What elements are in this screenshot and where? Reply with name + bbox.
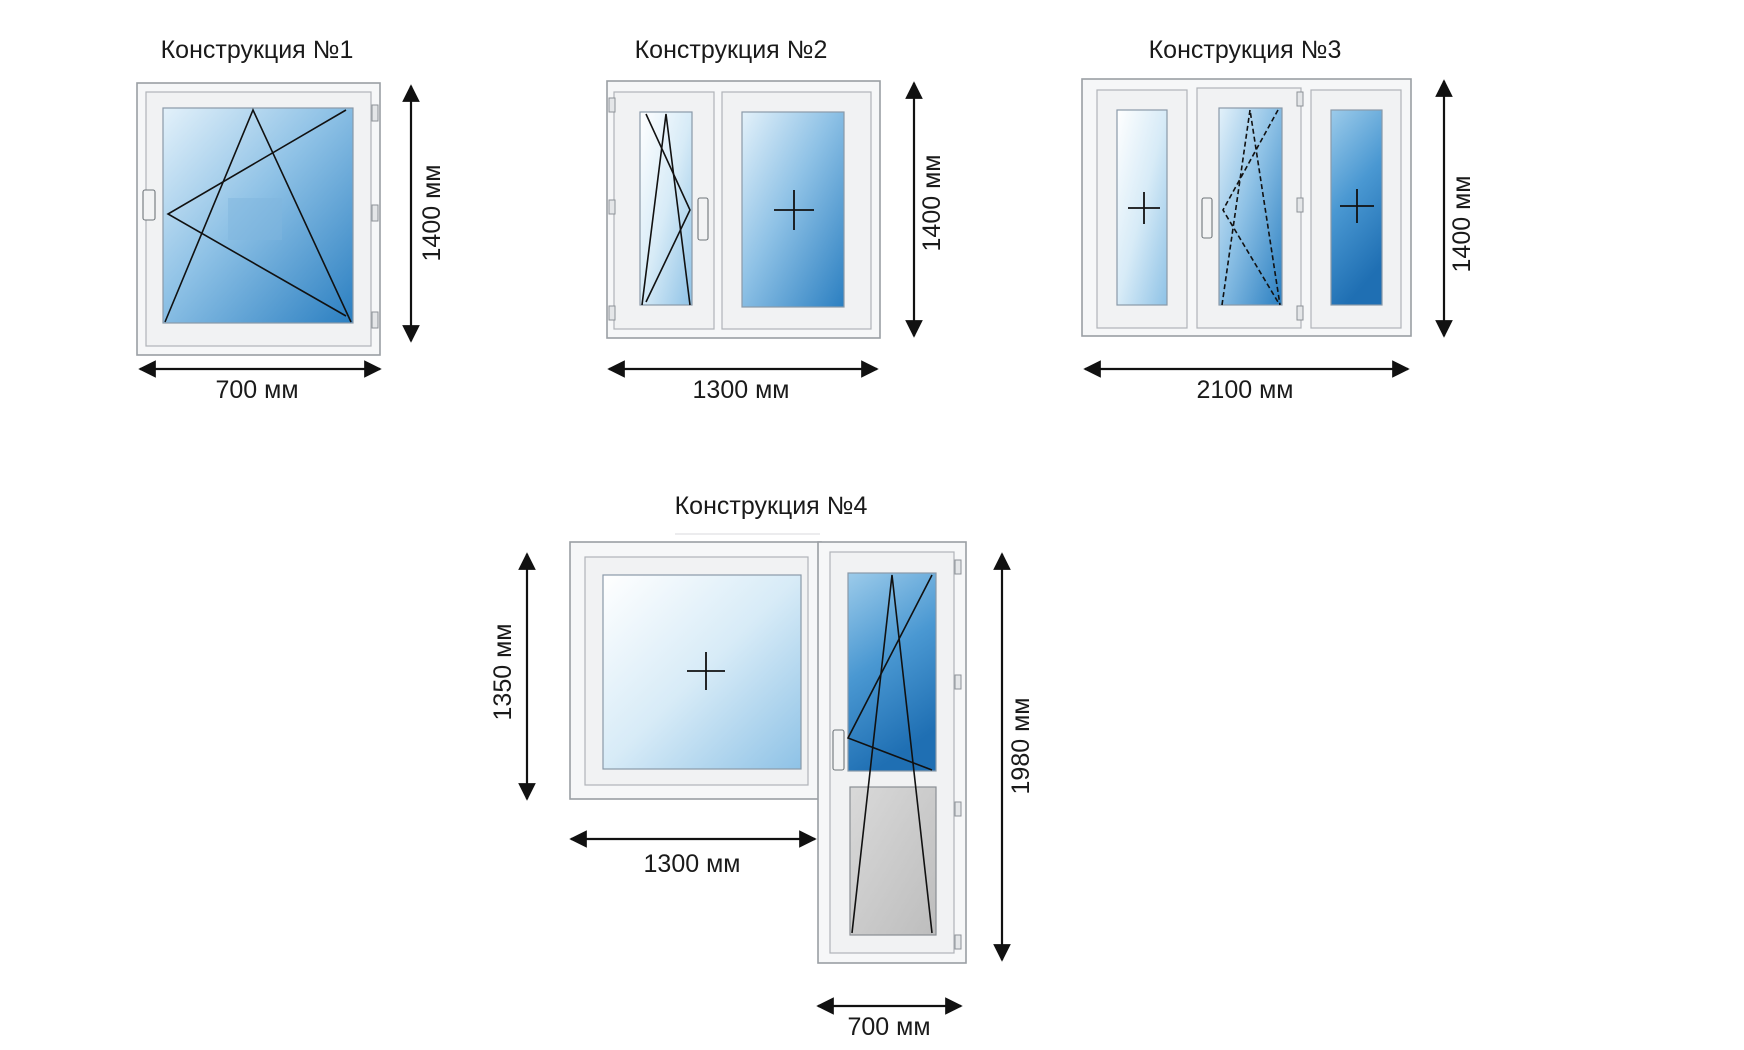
construction-1-title: Конструкция №1 bbox=[161, 36, 354, 64]
handle-icon bbox=[832, 729, 845, 771]
construction-4-door-height: 1980 мм bbox=[1007, 698, 1035, 795]
turn-opening-indicator bbox=[1222, 109, 1279, 303]
hinge-icon bbox=[1296, 305, 1304, 321]
turn-opening-indicator bbox=[645, 113, 691, 303]
handle-icon bbox=[142, 189, 156, 221]
turn-opening-indicator bbox=[846, 574, 933, 771]
middle-glass-pane bbox=[1218, 107, 1283, 306]
construction-3-width: 2100 мм bbox=[1197, 376, 1294, 404]
construction-3-title: Конструкция №3 bbox=[1149, 36, 1342, 64]
construction-3: Конструкция №3 2100 мм 1400 мм bbox=[1081, 36, 1476, 404]
tilt-opening-indicator bbox=[1221, 109, 1281, 306]
construction-4-window-height: 1350 мм bbox=[489, 624, 517, 721]
door-bottom-panel bbox=[849, 786, 937, 936]
construction-2-width: 1300 мм bbox=[693, 376, 790, 404]
tilt-opening-indicator bbox=[851, 574, 933, 934]
construction-2: Конструкция №2 1300 мм 1400 мм bbox=[606, 36, 946, 404]
construction-2-title: Конструкция №2 bbox=[635, 36, 828, 64]
hinge-icon bbox=[954, 674, 962, 690]
turn-opening-indicator bbox=[166, 109, 347, 317]
hinge-icon bbox=[954, 559, 962, 575]
construction-1-window bbox=[136, 82, 381, 356]
hinge-icon bbox=[608, 199, 616, 215]
handle-icon bbox=[697, 197, 709, 241]
construction-4-window bbox=[569, 541, 822, 800]
tilt-opening-indicator bbox=[164, 108, 352, 323]
construction-3-window bbox=[1081, 78, 1412, 337]
tilt-opening-indicator bbox=[641, 113, 691, 306]
construction-1-width: 700 мм bbox=[215, 376, 298, 404]
construction-3-height: 1400 мм bbox=[1448, 176, 1476, 273]
left-glass-pane bbox=[639, 111, 693, 306]
handle-icon bbox=[1201, 197, 1213, 239]
hinge-icon bbox=[371, 204, 379, 222]
construction-4: Конструкция №4 1350 мм 1300 мм bbox=[489, 492, 1035, 1041]
hinge-icon bbox=[608, 97, 616, 113]
hinge-icon bbox=[1296, 91, 1304, 107]
door-glass-pane bbox=[847, 572, 937, 772]
hinge-icon bbox=[954, 934, 962, 950]
construction-2-height: 1400 мм bbox=[918, 155, 946, 252]
construction-4-window-width: 1300 мм bbox=[644, 850, 741, 878]
hinge-icon bbox=[1296, 197, 1304, 213]
hinge-icon bbox=[371, 104, 379, 122]
construction-4-door-width: 700 мм bbox=[847, 1013, 930, 1041]
construction-1: Конструкция №1 700 мм 1400 мм bbox=[136, 36, 446, 404]
hinge-icon bbox=[608, 305, 616, 321]
construction-4-title: Конструкция №4 bbox=[675, 492, 868, 520]
construction-1-height: 1400 мм bbox=[418, 165, 446, 262]
construction-4-door bbox=[817, 541, 967, 964]
window-glass-pane bbox=[602, 574, 802, 770]
construction-2-window bbox=[606, 80, 881, 339]
hinge-icon bbox=[954, 801, 962, 817]
hinge-icon bbox=[371, 311, 379, 329]
glass-reflection bbox=[228, 198, 282, 240]
